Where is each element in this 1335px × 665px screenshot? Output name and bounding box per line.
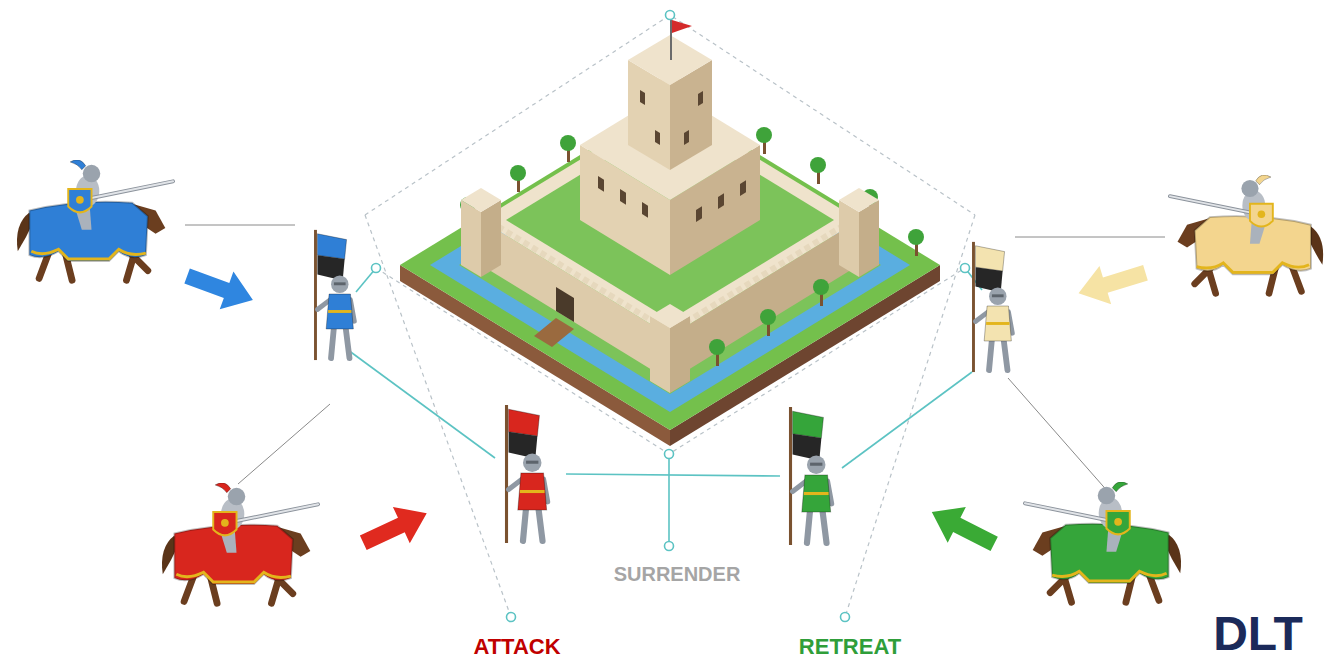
trees-front: [709, 229, 924, 366]
standard-bearers: [315, 230, 1012, 545]
vertex-label: RETREAT: [799, 634, 901, 659]
vertex-label: SURRENDER: [614, 563, 741, 586]
vertex-label: ATTACK: [473, 634, 560, 659]
vertex-dots: [372, 11, 970, 622]
logo-text: DLT: [1213, 606, 1303, 661]
castle: [400, 20, 940, 446]
knights: [17, 160, 1323, 604]
windows: [598, 90, 746, 222]
dashed-frame: [365, 15, 975, 617]
